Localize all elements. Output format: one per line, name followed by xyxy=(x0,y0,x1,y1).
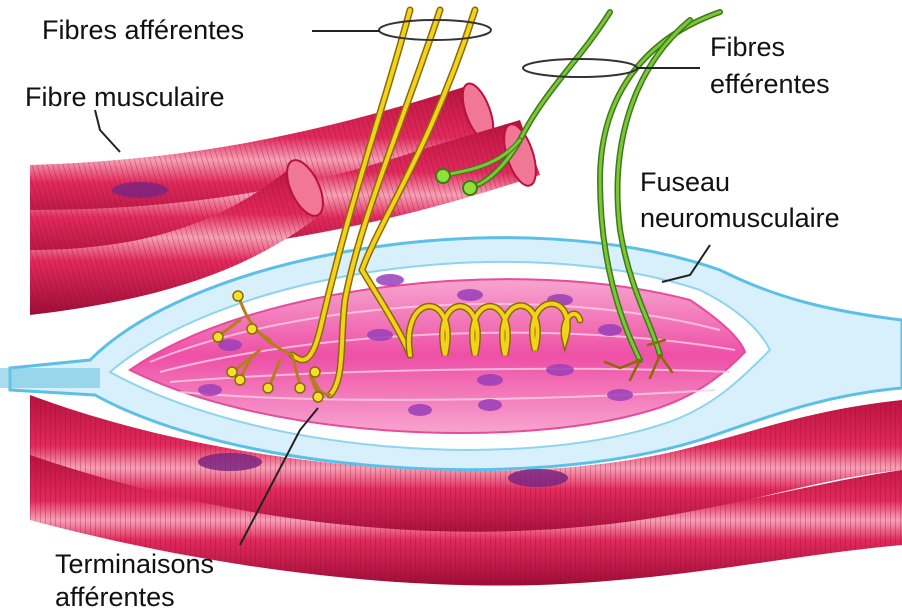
label-efferent-fibres-line1: Fibres xyxy=(710,32,785,62)
label-muscle-fibre: Fibre musculaire xyxy=(25,82,225,112)
label-efferent-fibres-line2: efférentes xyxy=(710,69,830,99)
label-afferent-endings-line2: afférentes xyxy=(55,582,175,612)
label-spindle-line2: neuromusculaire xyxy=(640,203,840,233)
label-spindle-line1: Fuseau xyxy=(640,167,730,197)
label-afferent-endings-line1: Terminaisons xyxy=(55,549,214,579)
label-afferent-fibres: Fibres afférentes xyxy=(42,15,244,45)
